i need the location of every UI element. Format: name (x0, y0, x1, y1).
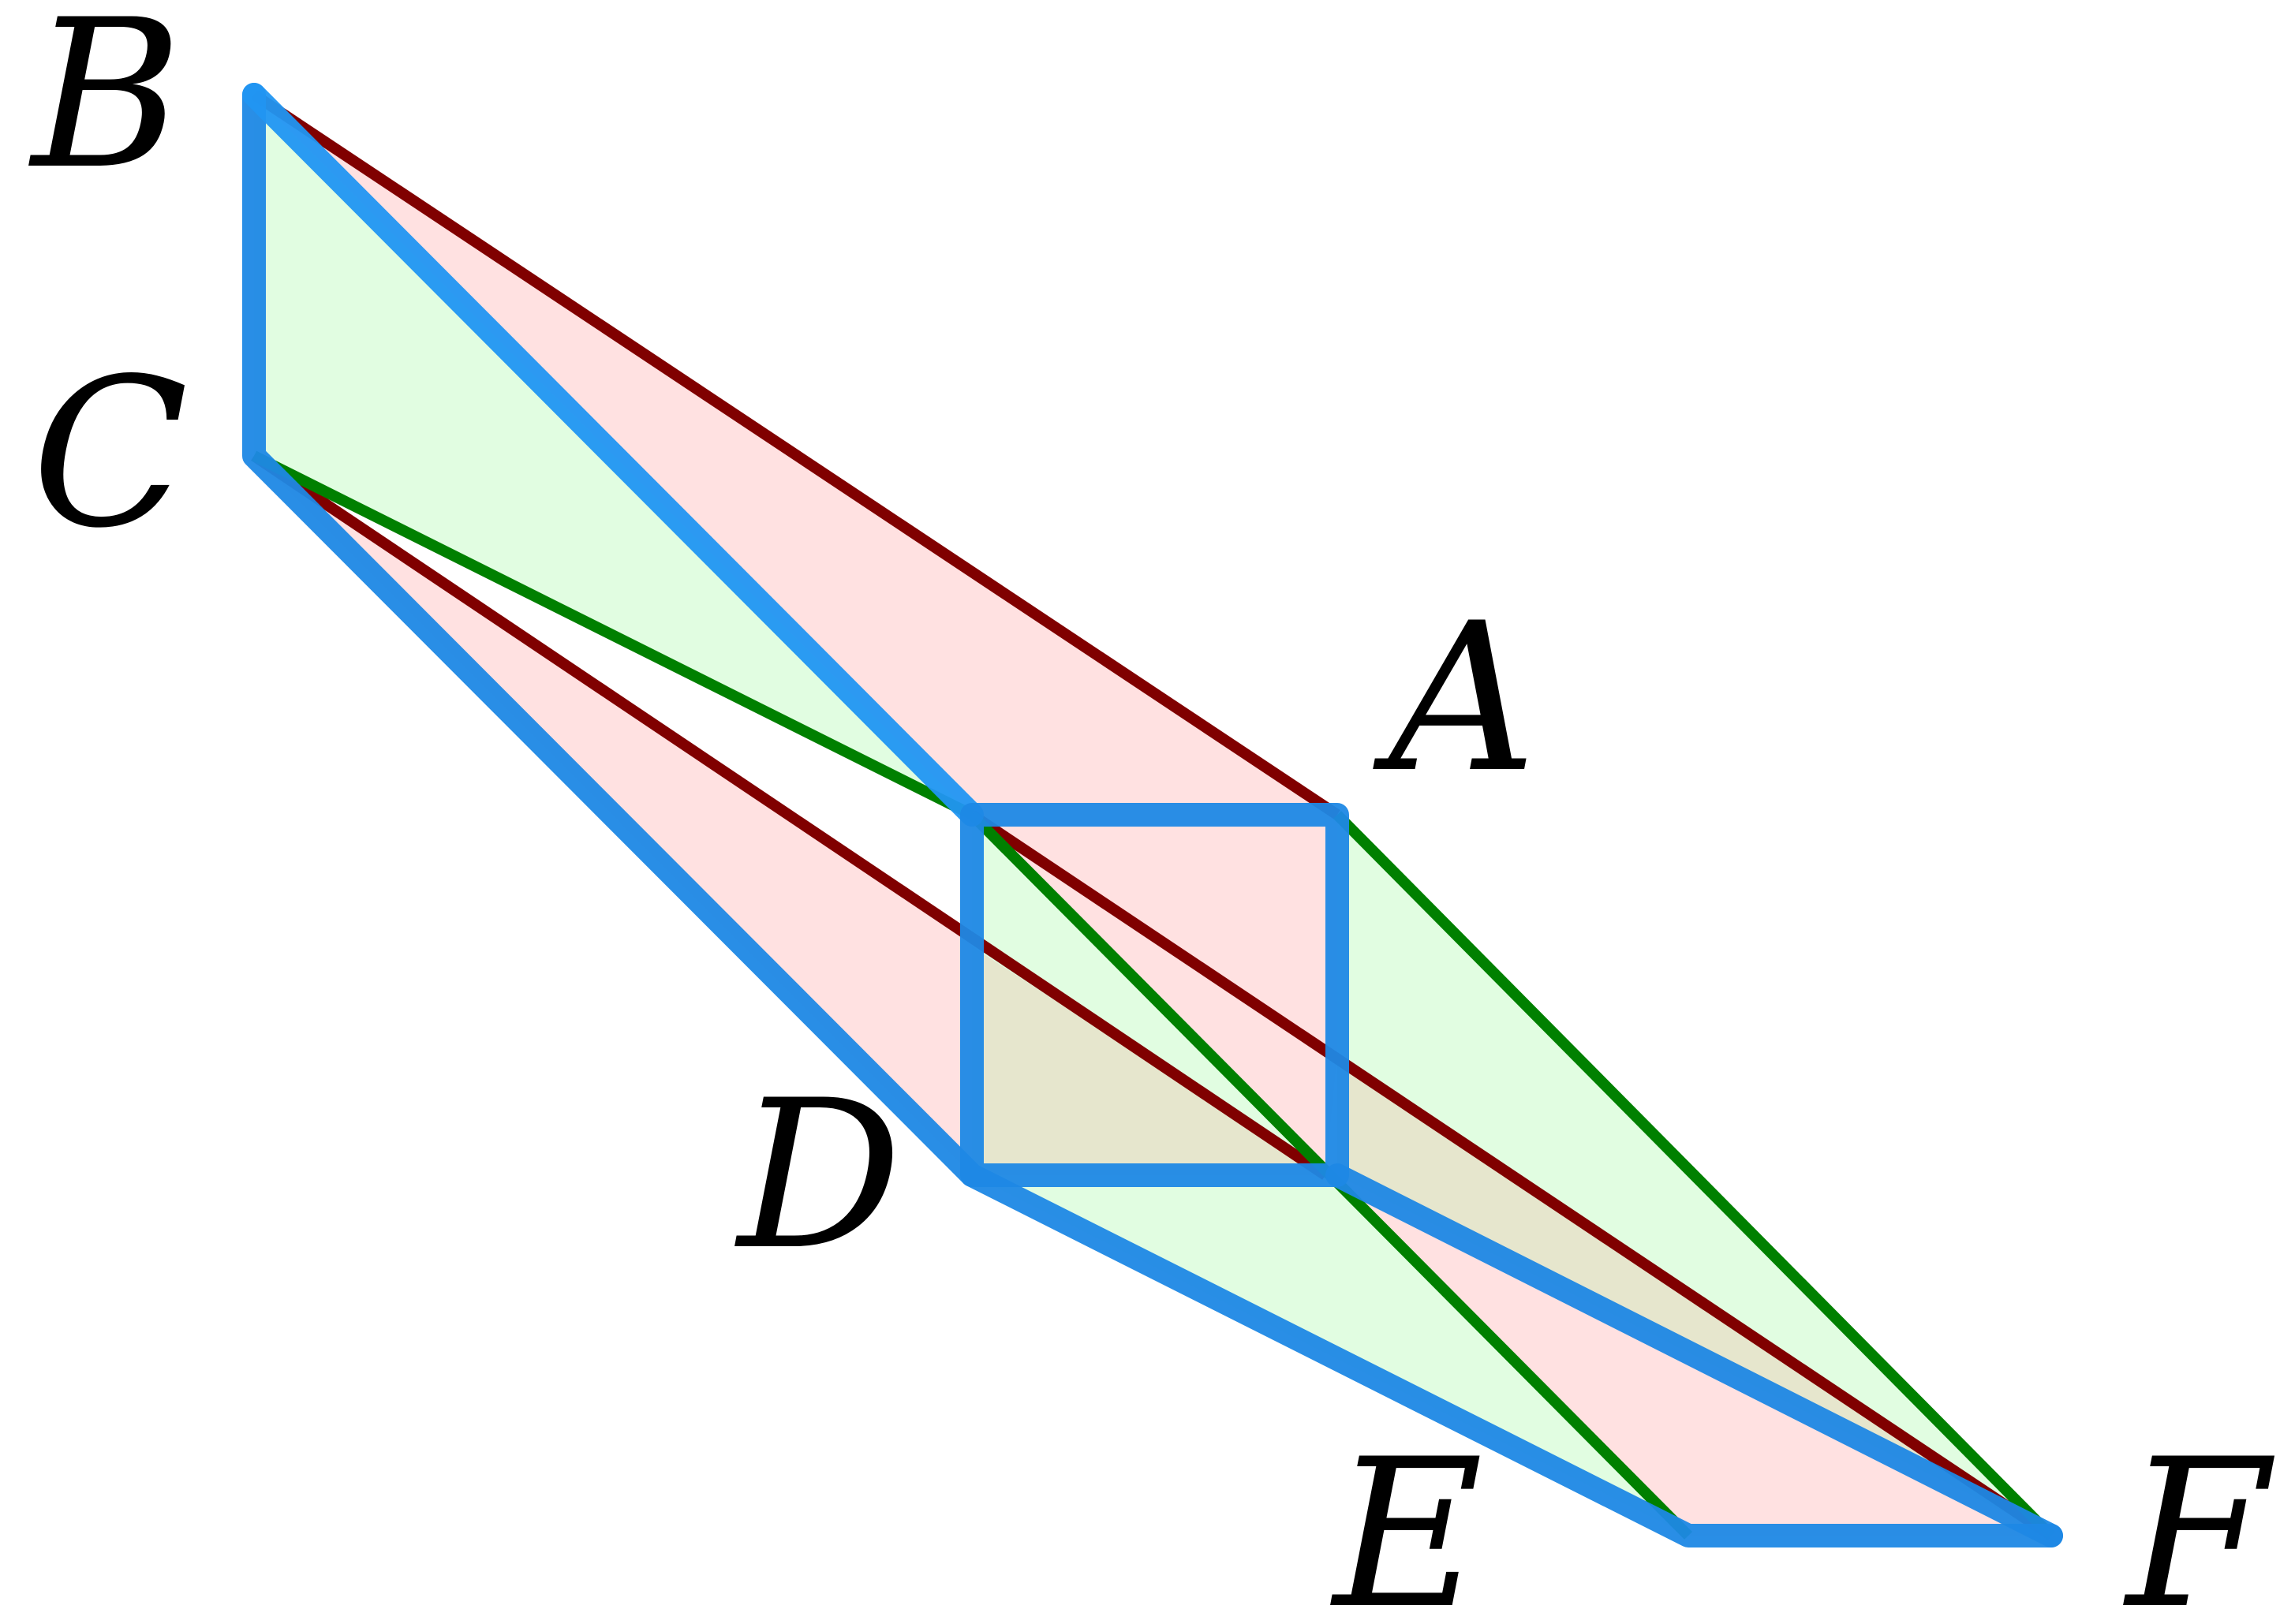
label-point-c: C (32, 335, 189, 573)
blue-square (960, 803, 1349, 1187)
label-point-d: D (734, 1057, 903, 1295)
green-line-a-f (1333, 811, 2055, 1540)
label-point-e: E (1330, 1416, 1483, 1624)
blue-line-a-d-diag (1325, 1163, 2063, 1547)
red-line-b-a (251, 90, 1340, 819)
blue-line-b-d (242, 83, 984, 827)
green-line-c-a (251, 450, 975, 820)
label-point-a: A (1373, 580, 1537, 818)
label-point-b: B (28, 0, 182, 215)
red-line-c-e (251, 451, 1329, 1180)
label-point-f: F (2123, 1416, 2277, 1624)
red-line-d-f (969, 810, 2054, 1540)
